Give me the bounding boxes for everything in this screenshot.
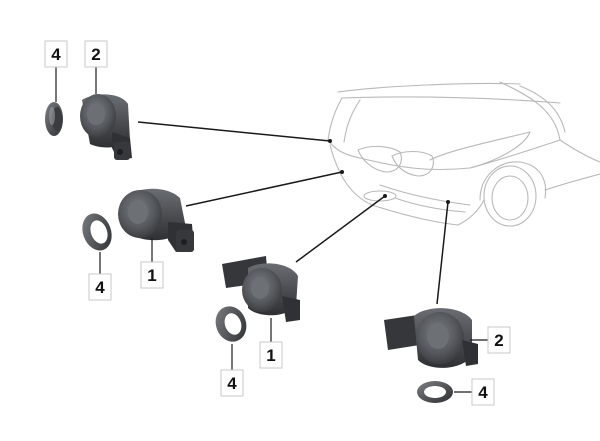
sensor-group-right: 2 4 xyxy=(384,308,511,406)
sensor-callout-label: 2 xyxy=(91,45,100,64)
parking-sensor-icon xyxy=(384,308,478,368)
ring-callout-label: 4 xyxy=(227,374,237,393)
sensor-group-mid-left: 4 1 xyxy=(82,188,194,301)
seal-ring-icon xyxy=(417,381,453,403)
sensor-group-center: 4 1 xyxy=(215,256,300,397)
ring-callout-label: 4 xyxy=(51,45,61,64)
car-front-outline xyxy=(327,81,600,227)
ring-callout-label: 4 xyxy=(478,383,488,402)
parking-sensor-icon xyxy=(118,188,194,252)
sensor-callout-label: 1 xyxy=(266,346,275,365)
sensor-callout-label: 2 xyxy=(494,331,503,350)
sensor-group-top-left: 4 2 xyxy=(44,40,132,160)
parking-sensor-icon xyxy=(222,256,300,322)
sensor-callout-label: 1 xyxy=(147,266,156,285)
seal-ring-icon xyxy=(45,102,63,136)
seal-ring-icon xyxy=(215,306,247,342)
ring-callout-label: 4 xyxy=(95,278,105,297)
seal-ring-icon xyxy=(82,213,112,251)
leader-lines xyxy=(137,121,450,305)
parking-sensor-icon xyxy=(80,94,132,160)
